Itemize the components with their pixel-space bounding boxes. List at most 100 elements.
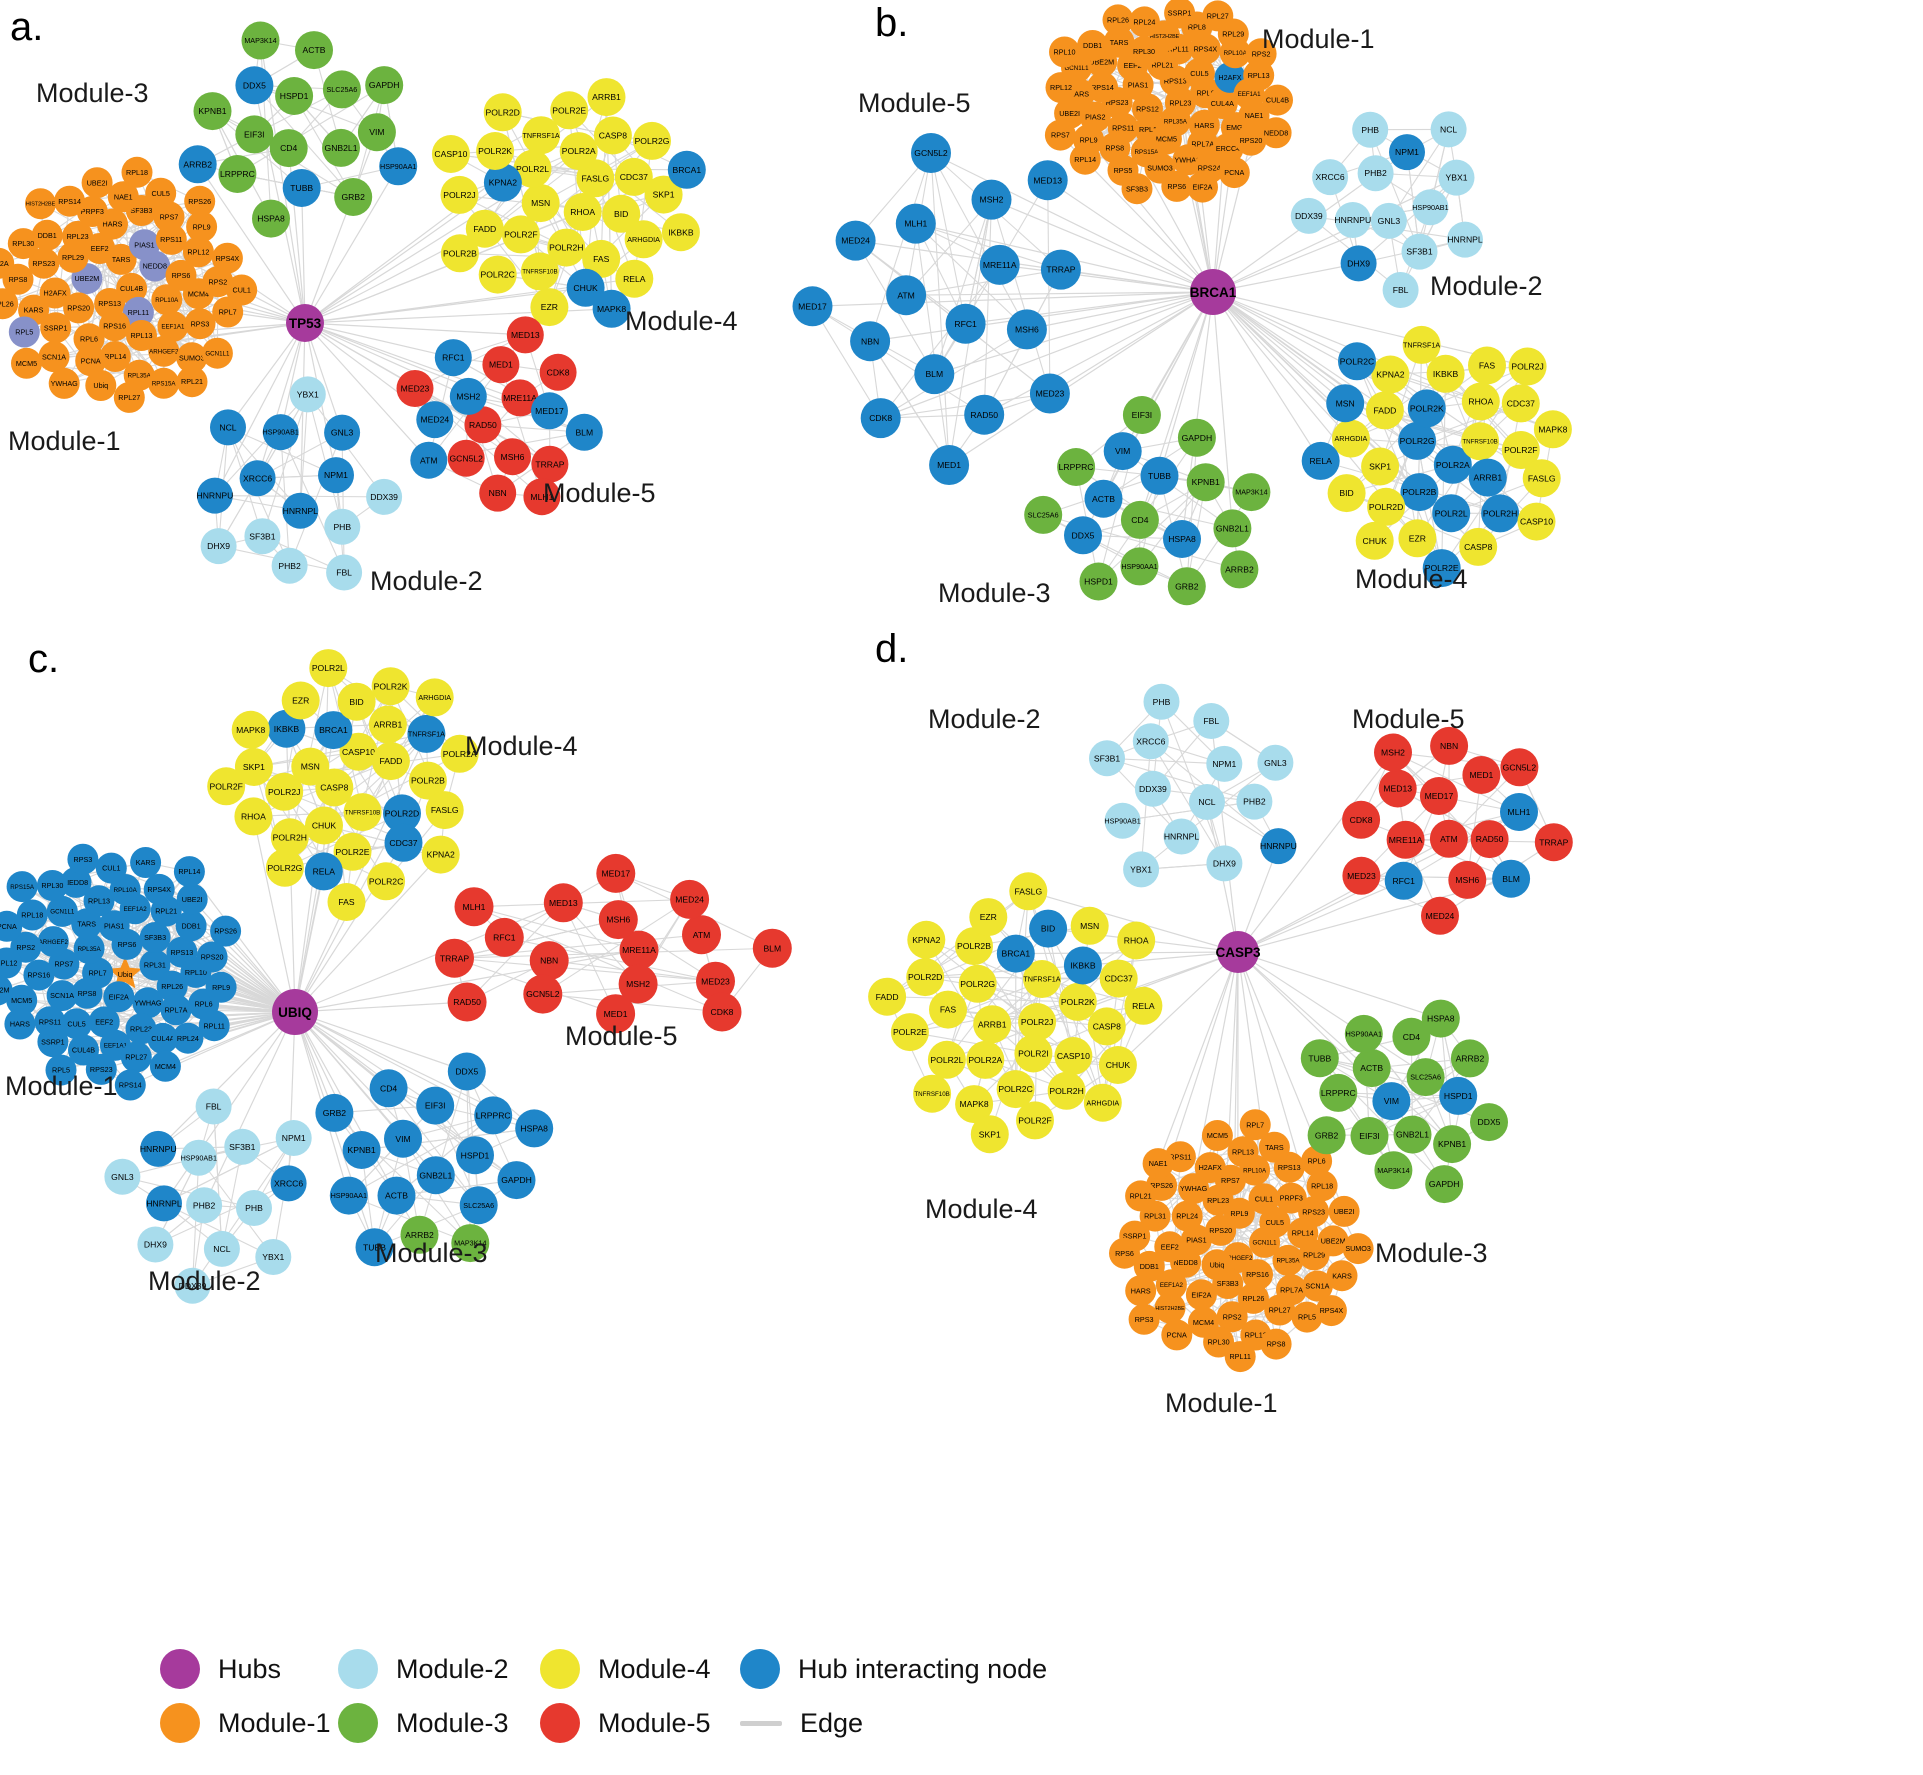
node-KPNA2 — [1371, 355, 1410, 394]
module-label-d: Module-4 — [925, 1194, 1038, 1224]
node-TUBB — [355, 1228, 394, 1267]
node-NAE1 — [1238, 100, 1270, 132]
node-label: EZR — [292, 696, 309, 706]
node-RFC1 — [945, 303, 986, 344]
node-SF3B3 — [1212, 1268, 1244, 1299]
node-DDX39 — [366, 478, 403, 515]
node-label: FBL — [336, 568, 352, 578]
node-RFC1 — [434, 339, 472, 377]
node-label: MRE11A — [983, 260, 1017, 270]
edge — [237, 84, 385, 175]
node-label: EIF3I — [1132, 410, 1153, 420]
node-label: HSP90AB1 — [1104, 816, 1140, 825]
node-RPL26 — [1102, 4, 1134, 36]
edge — [1441, 449, 1522, 569]
edge — [227, 322, 306, 428]
node-label: CUL4B — [72, 1046, 95, 1055]
node-label: GNL3 — [331, 428, 354, 438]
hub-label: BRCA1 — [1190, 285, 1237, 300]
edge — [396, 1114, 494, 1197]
node-label: DHX9 — [1347, 259, 1370, 269]
node-label: ATM — [693, 930, 711, 940]
node-RPS2 — [202, 266, 234, 298]
node-label: HSP90AA1 — [380, 162, 416, 171]
panel-a-nodes: CUL4BRPS13TARSRPL11UBE2MNEDD8RPS16EEF2RP… — [0, 21, 706, 591]
node-POLR2A — [966, 1040, 1005, 1079]
node-label: ARRB2 — [1225, 565, 1254, 575]
node-label: SSRP1 — [1168, 9, 1192, 18]
node-label: MED23 — [1347, 871, 1376, 881]
node-GNL3 — [1257, 744, 1294, 781]
node-MSH6 — [1006, 309, 1047, 350]
node-RPL7 — [1239, 1109, 1271, 1141]
node-label: CUL5 — [152, 189, 170, 198]
node-label: TUBB — [1308, 1053, 1331, 1063]
node-label: CD4 — [1403, 1032, 1420, 1042]
node-label: MSH6 — [606, 915, 630, 925]
node-DHX9 — [200, 528, 237, 565]
node-label: DDB1 — [182, 921, 201, 930]
node-label: RPS24 — [1198, 164, 1221, 173]
node-YBX1 — [1438, 159, 1475, 196]
node-ATM — [410, 441, 448, 479]
module-label-b: Module-2 — [1430, 271, 1543, 301]
node-label: EEF1A2 — [1160, 1282, 1184, 1289]
module-label-a: Module-5 — [543, 478, 656, 508]
node-label: DDX5 — [1478, 1117, 1501, 1127]
node-label: NCL — [1198, 797, 1215, 807]
edge — [294, 854, 442, 1013]
node-RPS14 — [114, 1069, 146, 1101]
node-label: RPL12 — [0, 959, 17, 968]
node-CD4 — [1392, 1017, 1431, 1056]
edge — [930, 152, 1214, 293]
edge — [1181, 291, 1214, 540]
node-POLR2B — [955, 927, 993, 966]
node-label: RPS7 — [160, 212, 179, 221]
node-label: RPS2 — [16, 943, 35, 952]
node-NEDD8 — [1260, 117, 1292, 149]
node-GCN5L2 — [911, 133, 951, 173]
node-CDK8 — [860, 398, 901, 439]
node-RPL27 — [1264, 1294, 1296, 1326]
node-H2AFX — [1194, 1152, 1226, 1184]
node-label: RPS7 — [55, 960, 74, 969]
node-DHX9 — [1340, 245, 1377, 282]
node-label: MED1 — [604, 1009, 628, 1019]
node-label: TNFRSF10B — [1462, 439, 1497, 446]
node-label: HNRNPU — [197, 491, 234, 501]
node-label: RPS7 — [1221, 1176, 1240, 1185]
node-label: MSN — [301, 762, 320, 772]
node-MAPK8 — [955, 1085, 994, 1124]
node-DDX39 — [1290, 197, 1327, 234]
node-label: EEF2 — [95, 1018, 113, 1027]
node-BLM — [914, 354, 955, 395]
node-label: POLR2A — [443, 749, 477, 759]
hub-CASP3 — [1217, 931, 1259, 973]
module-label-d: Module-5 — [1352, 704, 1465, 734]
node-label: SF3B3 — [1126, 184, 1148, 193]
node-TRRAP — [531, 445, 569, 483]
node-YWHAG — [48, 367, 80, 399]
node-label: DDX39 — [1139, 784, 1167, 794]
node-label: POLR2A — [968, 1055, 1002, 1065]
node-label: EIF2A — [1191, 1290, 1211, 1299]
node-RPS8 — [1260, 1328, 1292, 1360]
node-TUBB — [1140, 456, 1179, 495]
edge — [1237, 838, 1450, 953]
node-RPL11 — [1224, 1341, 1256, 1373]
node-label: UBE2M — [1089, 57, 1114, 66]
edge — [163, 1202, 274, 1258]
node-SKP1 — [1361, 447, 1400, 486]
node-label: EEF1A1 — [104, 1043, 128, 1050]
node-RAD50 — [447, 982, 487, 1022]
edge — [254, 84, 378, 133]
node-FASLG — [576, 159, 615, 198]
node-label: RPL31 — [1144, 1212, 1166, 1221]
node-label: BID — [349, 697, 363, 707]
edge — [304, 322, 469, 397]
node-GAPDH — [497, 1161, 536, 1200]
node-HSPD1 — [1439, 1076, 1478, 1115]
node-MAP3K14 — [1232, 473, 1271, 512]
node-label: RAD50 — [469, 420, 497, 430]
node-MED24 — [835, 220, 876, 261]
